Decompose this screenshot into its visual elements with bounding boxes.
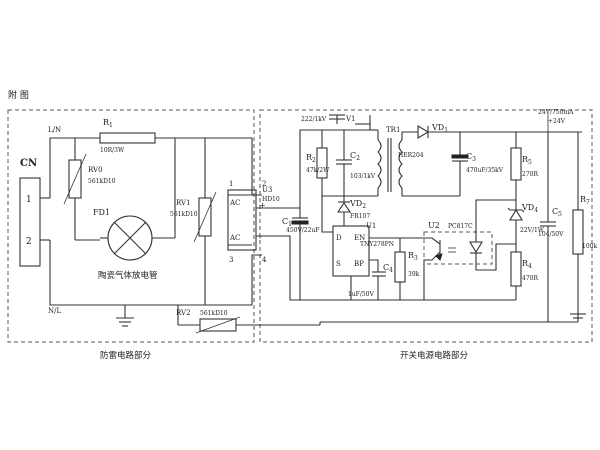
svg-text:C4: C4 xyxy=(383,263,393,274)
output-rating: 24V/750mA xyxy=(538,109,574,116)
varistor-rv1: RV1 561kD10 xyxy=(170,138,217,305)
rv2-label: RV2 xyxy=(176,309,191,317)
resistor-r5: R5 270R xyxy=(510,132,538,200)
svg-text:VD1: VD1 xyxy=(431,123,448,134)
r1-value: 10R/3W xyxy=(100,147,125,154)
u3-pin2: 2 xyxy=(262,180,266,188)
transformer-tr1: TR1 xyxy=(344,126,403,197)
connector-cn: CN 1 2 xyxy=(19,158,50,267)
output-voltage: +24V xyxy=(548,118,566,125)
c-top-value: 222/1kV xyxy=(301,116,327,123)
capacitor-222: 222/1kV xyxy=(301,114,345,124)
svg-text:C2: C2 xyxy=(350,151,360,162)
resistor-r2: R2 47k/2W xyxy=(306,130,330,196)
svg-text:R1: R1 xyxy=(103,118,113,129)
u3-value: HD10 xyxy=(262,196,280,203)
vd1-value: HER204 xyxy=(398,152,424,159)
varistor-rv2: RV2 561kD10 xyxy=(176,305,320,334)
u3-ac2-label: AC xyxy=(229,234,240,242)
u2-label: U2 xyxy=(428,221,440,230)
resistor-r7: R7 100k xyxy=(572,132,597,312)
ground-symbol-right xyxy=(570,312,586,322)
svg-text:VD4: VD4 xyxy=(521,203,538,214)
svg-text:R7: R7 xyxy=(580,195,590,206)
ground-v1: V1 xyxy=(345,115,371,130)
vd2-value: FR107 xyxy=(350,213,370,220)
resistor-r1: R1 10R/3W xyxy=(99,118,156,154)
u3-ac1-label: AC xyxy=(229,199,240,207)
u1-part: TNY278PN xyxy=(360,241,394,248)
varistor-rv0: RV0 561kD10 xyxy=(63,138,116,241)
u1-pin-bp: BP xyxy=(354,260,364,268)
u3-pin4: 4 xyxy=(262,256,267,264)
u2-part: PC817C xyxy=(448,223,473,230)
u1-label: U1 xyxy=(366,222,376,230)
svg-text:R2: R2 xyxy=(306,153,316,164)
svg-text:R5: R5 xyxy=(522,155,532,166)
figure-label: 附 图 xyxy=(8,89,29,101)
u3-label: U3 xyxy=(262,186,272,194)
v1-label: V1 xyxy=(345,115,356,123)
rv1-value: 561kD10 xyxy=(170,211,198,218)
u3-plus-label: + xyxy=(259,201,266,210)
connector-pin2-label: 2 xyxy=(26,237,32,247)
svg-text:C5: C5 xyxy=(552,207,562,218)
diode-vd2: VD2 FR107 xyxy=(336,196,370,226)
c2-value: 103/1kV xyxy=(350,173,376,180)
connector-label: CN xyxy=(20,158,37,169)
rv0-value: 561kD10 xyxy=(88,178,116,185)
rv1-label: RV1 xyxy=(176,199,191,207)
u3-pin3: 3 xyxy=(229,256,233,264)
r3-value: 39k xyxy=(408,271,420,278)
live-line-label: L/N xyxy=(48,126,61,134)
rv2-value: 561kD10 xyxy=(200,310,228,317)
lightning-protection-section-box xyxy=(7,109,255,343)
c4-value: 1uF/50V xyxy=(348,291,375,298)
diode-vd1: VD1 HER204 xyxy=(398,123,460,159)
c5-value: 104/50V xyxy=(538,231,564,238)
c3-value: 470uF/35kV xyxy=(466,167,504,174)
capacitor-c4: C4 1uF/50V xyxy=(348,263,393,300)
svg-text:C1: C1 xyxy=(282,217,292,228)
u3-pin1: 1 xyxy=(229,180,233,188)
tr1-label: TR1 xyxy=(386,126,400,134)
zener-vd4: VD4 22V/1W xyxy=(507,200,545,244)
neutral-line-label: N/L xyxy=(48,307,61,315)
optocoupler-u2: U2 PC817C xyxy=(423,221,493,300)
ground-symbol-left xyxy=(116,305,134,327)
bridge-rectifier-u3: AC AC + - 1 3 2 4 U3 HD10 xyxy=(227,180,280,264)
u3-minus-label: - xyxy=(259,233,262,242)
capacitor-c5: C5 104/50V xyxy=(538,132,564,322)
switching-power-caption: 开关电源电路部分 xyxy=(400,350,469,361)
capacitor-c3: C3 470uF/35kV xyxy=(451,132,504,196)
fd1-label: FD1 xyxy=(93,208,110,217)
rv0-label: RV0 xyxy=(88,166,103,174)
c1-value: 450V/22uF xyxy=(286,227,319,234)
capacitor-c1: C1 450V/22uF xyxy=(282,208,319,300)
resistor-r4: R4 470R xyxy=(510,244,538,300)
r7-value: 100k xyxy=(582,243,597,250)
svg-text:C3: C3 xyxy=(466,152,476,163)
r2-value: 47k/2W xyxy=(306,167,330,174)
u1-pin-s: S xyxy=(336,260,341,268)
svg-text:R4: R4 xyxy=(522,259,532,270)
u1-pin-en: EN xyxy=(354,234,365,242)
svg-text:R3: R3 xyxy=(408,251,418,262)
capacitor-c2: C2 103/1kV xyxy=(336,130,376,196)
switching-power-section-box xyxy=(259,109,593,343)
r4-value: 470R xyxy=(522,275,538,282)
svg-text:VD2: VD2 xyxy=(349,199,366,210)
u1-pin-d: D xyxy=(336,234,342,242)
connector-pin1-label: 1 xyxy=(26,195,32,205)
resistor-r3: R3 39k xyxy=(394,238,420,300)
fd1-description: 陶瓷气体放电管 xyxy=(98,270,158,281)
vd4-value: 22V/1W xyxy=(520,227,545,234)
r5-value: 270R xyxy=(522,171,538,178)
lightning-protection-caption: 防雷电路部分 xyxy=(100,350,152,361)
gas-discharge-tube-fd1: FD1 陶瓷气体放电管 xyxy=(93,208,175,281)
